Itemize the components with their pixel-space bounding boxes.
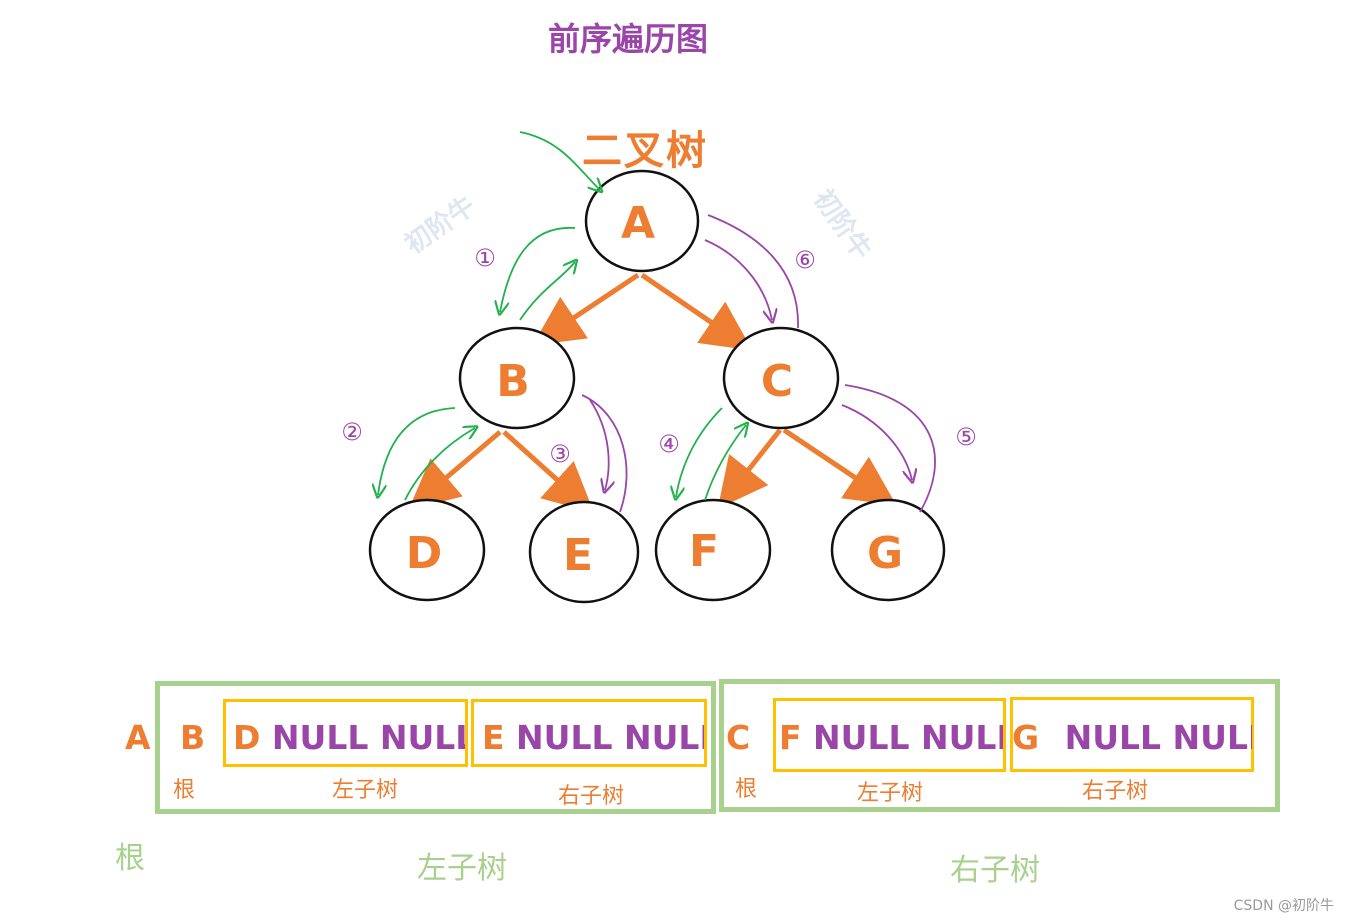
traversal-arrow-e-back bbox=[581, 394, 628, 513]
label-left-subtree-big: 左子树 bbox=[417, 851, 507, 886]
traversal-arrow-d-up bbox=[404, 428, 475, 501]
step-6: ⑥ bbox=[794, 246, 816, 274]
step-5: ⑤ bbox=[955, 423, 977, 451]
seq-node-e: E bbox=[482, 718, 505, 757]
traversal-entry-arrow bbox=[519, 131, 600, 190]
node-g-circle bbox=[830, 498, 946, 602]
label-right-right: 右子树 bbox=[1082, 779, 1149, 804]
step-1: ① bbox=[474, 244, 496, 272]
node-b-circle bbox=[458, 326, 576, 430]
right-subtree-box bbox=[719, 679, 1280, 812]
traversal-arrow-f-up bbox=[704, 425, 746, 501]
node-d-circle bbox=[368, 498, 486, 602]
traversal-arrow-e-back-2 bbox=[589, 399, 609, 490]
node-e-circle bbox=[528, 500, 640, 604]
edge-b-d bbox=[408, 430, 502, 510]
seq-node-g: G bbox=[1012, 718, 1040, 757]
edge-c-g bbox=[782, 427, 897, 506]
label-root-right: 根 bbox=[735, 777, 758, 802]
step-3: ③ bbox=[549, 440, 571, 468]
label-root-big: 根 bbox=[115, 841, 145, 876]
node-c-circle bbox=[722, 326, 840, 430]
edge-a-b bbox=[532, 272, 640, 346]
seq-node-f: F bbox=[779, 718, 802, 757]
tree-title: 二叉树 bbox=[582, 128, 708, 174]
step-4: ④ bbox=[658, 430, 680, 458]
edge-c-f bbox=[717, 428, 782, 509]
traversal-arrow-c-back bbox=[707, 214, 799, 329]
node-f-circle bbox=[654, 498, 772, 602]
seq-node-d: D bbox=[233, 718, 261, 757]
node-f-label: F bbox=[689, 526, 719, 577]
seq-nulls-g: NULL NULL bbox=[1064, 718, 1252, 757]
node-g-label: G bbox=[867, 528, 903, 579]
seq-nulls-e: NULL NULL bbox=[516, 718, 704, 757]
left-left-subtree-box bbox=[223, 699, 468, 767]
seq-nulls-d: NULL NULL bbox=[271, 718, 465, 757]
seq-group-e: E NULL NULL bbox=[482, 718, 704, 757]
seq-group-d: D NULL NULL bbox=[233, 718, 465, 757]
page-title: 前序遍历图 bbox=[548, 20, 709, 58]
label-left-right: 右子树 bbox=[558, 784, 625, 809]
traversal-arrow-g-back bbox=[844, 384, 936, 513]
left-right-subtree-box bbox=[471, 699, 707, 767]
left-subtree-box bbox=[155, 681, 716, 814]
traversal-arrow-b-up bbox=[519, 262, 575, 321]
seq-group-g: G NULL NULL bbox=[1012, 718, 1252, 757]
edge-a-c bbox=[640, 272, 753, 351]
node-a-circle bbox=[584, 169, 700, 273]
seq-root-a: A bbox=[125, 718, 151, 757]
traversal-arrow-a-to-b bbox=[500, 227, 576, 312]
seq-group-f: F NULL NULL bbox=[779, 718, 1003, 757]
node-c-label: C bbox=[761, 356, 793, 407]
traversal-arrow-c-to-f bbox=[676, 407, 723, 497]
node-a-label: A bbox=[621, 198, 655, 249]
seq-nulls-f: NULL NULL bbox=[813, 718, 1003, 757]
node-e-label: E bbox=[563, 530, 593, 581]
label-right-left: 左子树 bbox=[857, 781, 924, 806]
label-right-subtree-big: 右子树 bbox=[950, 853, 1040, 888]
seq-node-b: B bbox=[180, 718, 206, 757]
seq-node-c: C bbox=[726, 718, 751, 757]
traversal-arrow-b-to-d bbox=[378, 407, 456, 495]
node-d-label: D bbox=[406, 528, 443, 579]
edge-b-e bbox=[502, 430, 595, 514]
right-right-subtree-box bbox=[1010, 697, 1254, 772]
step-2: ② bbox=[341, 418, 363, 446]
traversal-arrow-g-back-2 bbox=[841, 404, 912, 480]
footer-credit: CSDN @初阶牛 bbox=[1233, 898, 1334, 914]
label-root-left: 根 bbox=[173, 778, 196, 803]
right-left-subtree-box bbox=[773, 698, 1006, 772]
traversal-arrow-c-back-2 bbox=[704, 239, 772, 320]
label-left-left: 左子树 bbox=[332, 778, 399, 803]
node-b-label: B bbox=[496, 356, 530, 407]
